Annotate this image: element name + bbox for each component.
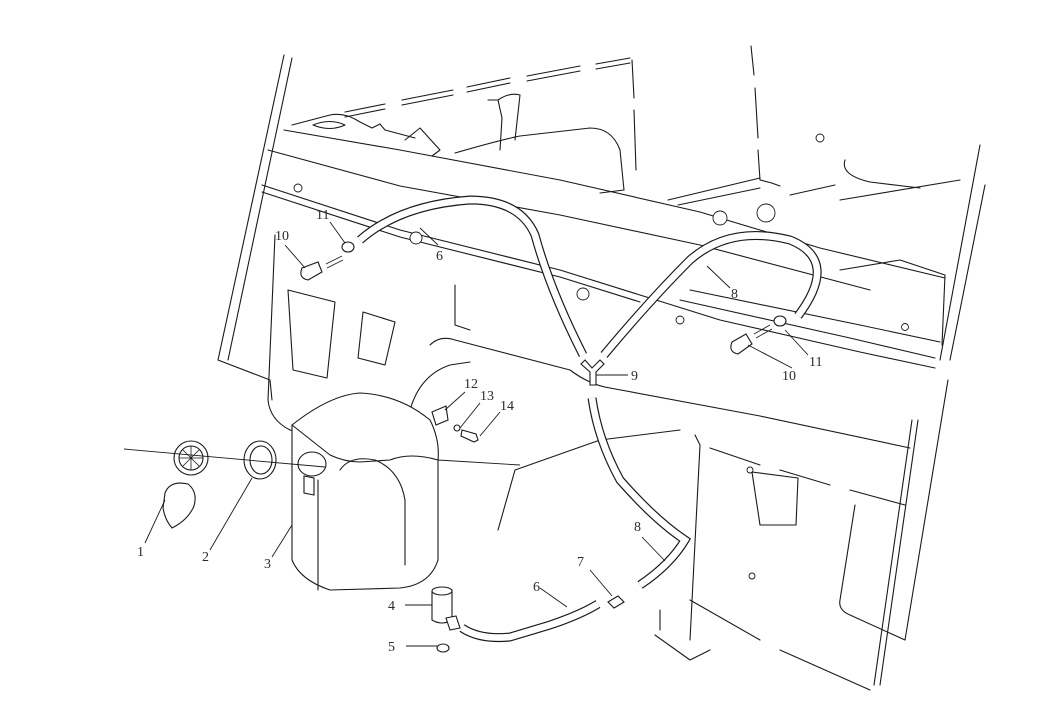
callout-11-left: 11: [316, 208, 329, 223]
seal-ring: [243, 440, 277, 480]
hoses: [357, 195, 822, 643]
check-valve: [607, 595, 625, 609]
callout-7: 7: [577, 555, 584, 570]
callout-8-upper: 8: [731, 287, 738, 302]
alignment-line: [123, 448, 521, 468]
callout-1: 1: [137, 545, 144, 560]
washer-pump: [431, 586, 461, 631]
callout-8-vertical: 8: [634, 520, 641, 535]
callouts: 1 2 3 4 5 6 6 7 8 8 9 10 10 11 11 12 13 …: [137, 208, 822, 655]
washer-tank: [291, 392, 439, 591]
callout-10-right: 10: [782, 369, 796, 384]
callout-9: 9: [631, 369, 638, 384]
body-structure: [217, 45, 986, 691]
callout-2: 2: [202, 550, 209, 565]
filler-cap: [162, 440, 209, 529]
callout-5: 5: [388, 640, 395, 655]
callout-10-left: 10: [275, 229, 289, 244]
callout-3: 3: [264, 557, 271, 572]
nozzle-right: [730, 315, 787, 355]
callout-6-upper: 6: [436, 249, 443, 264]
pump-grommet: [436, 643, 450, 653]
callout-11-right: 11: [809, 355, 822, 370]
leader-lines: [144, 221, 809, 647]
bracket-fasteners: [431, 405, 479, 443]
callout-4: 4: [388, 599, 395, 614]
callout-14: 14: [500, 399, 514, 414]
y-connector: [580, 359, 605, 386]
callout-6-lower: 6: [533, 580, 540, 595]
nozzle-left: [300, 241, 355, 281]
callout-13: 13: [480, 389, 494, 404]
callout-12: 12: [464, 377, 478, 392]
